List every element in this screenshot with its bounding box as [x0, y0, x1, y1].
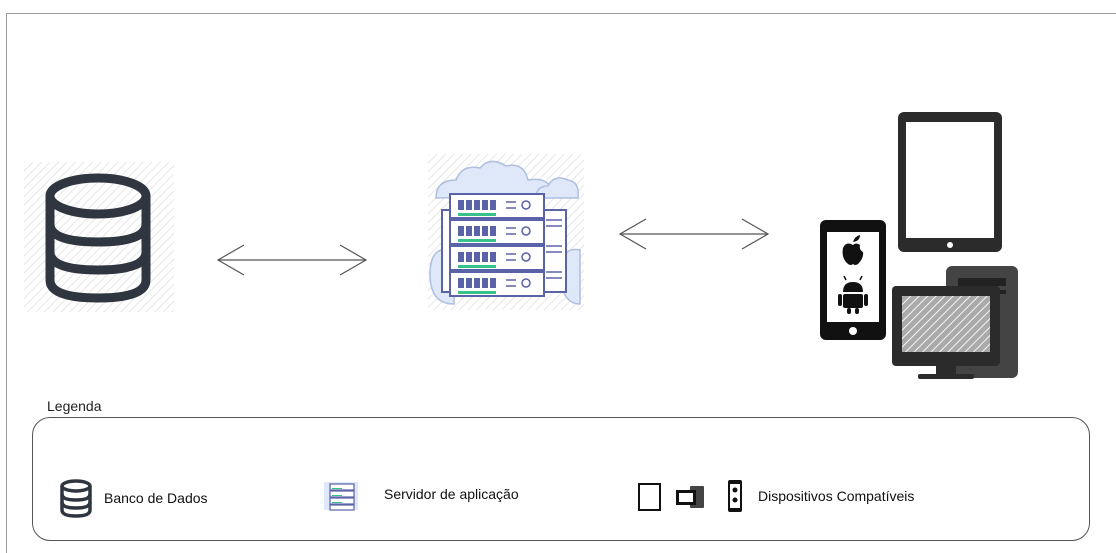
legend-item-database: Banco de Dados: [54, 476, 208, 520]
bidirectional-arrow: [618, 218, 770, 250]
legend-label: Dispositivos Compatíveis: [758, 488, 915, 504]
edge-database-server: [214, 240, 374, 280]
legend-item-server: Servidor de aplicação: [322, 476, 519, 512]
devices-icon: [638, 480, 742, 512]
legend-title: Legenda: [47, 398, 102, 414]
database-icon: [24, 162, 174, 312]
bidirectional-arrow: [216, 244, 368, 276]
desktop-icon: [676, 486, 704, 508]
devices-node[interactable]: [818, 108, 1028, 380]
desktop-icon: [892, 266, 1018, 379]
database-icon: [60, 479, 92, 518]
legend-item-devices: Dispositivos Compatíveis: [638, 478, 914, 514]
smartphone-icon: [820, 220, 886, 340]
legend-label: Servidor de aplicação: [384, 486, 519, 502]
server-icon: [428, 154, 584, 310]
server-icon: [324, 482, 358, 511]
app-server-node[interactable]: [428, 154, 584, 310]
edge-server-devices: [616, 214, 776, 254]
tablet-icon: [638, 483, 661, 511]
devices-icon: [820, 112, 1018, 379]
legend-box: [32, 417, 1090, 541]
legend-label: Banco de Dados: [104, 490, 208, 506]
smartphone-icon: [728, 480, 742, 512]
tablet-icon: [898, 112, 1002, 252]
canvas-frame: [6, 13, 1116, 553]
database-node[interactable]: [24, 162, 174, 312]
